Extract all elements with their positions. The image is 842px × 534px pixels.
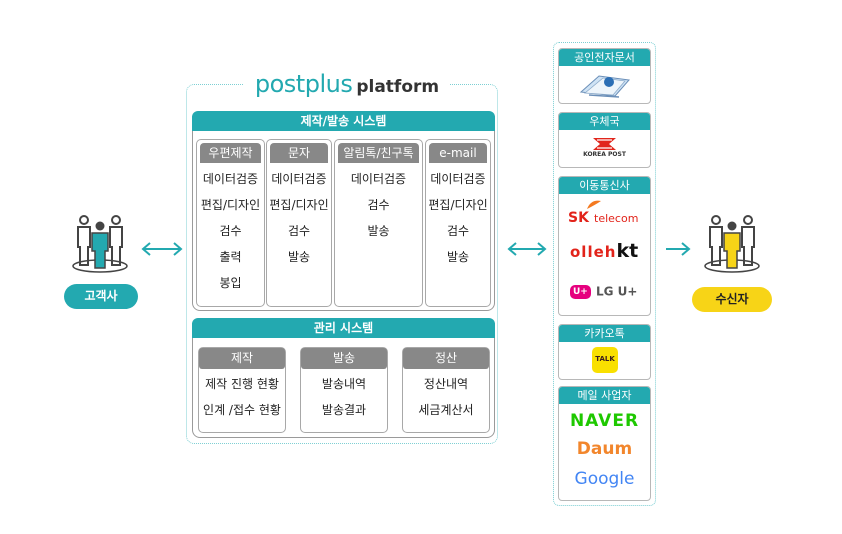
sk-name: telecom — [594, 212, 639, 225]
column-item: 데이터검증 — [350, 172, 407, 186]
kakao-talk-icon — [592, 347, 618, 373]
column-header: 문자 — [270, 143, 328, 163]
channel-mobile: 이동통신사 SK telecom ollehkt U+ LG U+ — [558, 176, 651, 316]
customer-people-icon — [72, 215, 128, 273]
column-item: 정산내역 — [423, 377, 469, 391]
column-header: 정산 — [403, 348, 489, 369]
column-item: 데이터검증 — [430, 172, 486, 186]
column-item: 편집/디자인 — [428, 198, 488, 212]
channels-frame — [553, 42, 656, 506]
brand-suffix: platform — [356, 77, 440, 97]
double-arrow-icon — [507, 242, 547, 256]
column-item: 편집/디자인 — [200, 198, 261, 212]
sk-butterfly-icon — [587, 200, 601, 209]
sk-prefix: SK — [568, 210, 589, 226]
production-column-email: e-mail 데이터검증 편집/디자인 검수 발송 — [425, 139, 491, 307]
column-item: 편집/디자인 — [269, 198, 329, 212]
daum-logo: Daum — [576, 439, 633, 459]
column-item: 검수 — [446, 224, 470, 238]
column-header: e-mail — [429, 143, 487, 163]
column-item: 봉입 — [219, 276, 242, 290]
column-header: 알림톡/친구톡 — [338, 143, 419, 163]
korea-post-logo-icon — [593, 138, 616, 150]
column-item: 제작 진행 현황 — [205, 377, 279, 391]
receiver-label: 수신자 — [692, 287, 772, 312]
olleh-kt-logo: ollehkt — [570, 240, 646, 264]
column-header: 우편제작 — [200, 143, 261, 163]
channel-title: 카카오톡 — [559, 325, 650, 342]
channel-title: 메일 사업자 — [559, 387, 650, 404]
channel-mail: 메일 사업자 NAVER Daum Google — [558, 386, 651, 501]
korea-post-logo-text: KOREA POST — [583, 151, 626, 158]
channel-title: 이동통신사 — [559, 177, 650, 194]
channel-certified: 공인전자문서 — [558, 48, 651, 104]
channel-title: 우체국 — [559, 113, 650, 130]
column-item: 세금계산서 — [418, 403, 474, 417]
management-system-title: 관리 시스템 — [192, 318, 495, 338]
column-header: 발송 — [301, 348, 387, 369]
lg-uplus-logo: U+ LG U+ — [570, 281, 646, 303]
certified-document-icon — [579, 75, 630, 98]
olleh-prefix: olleh — [570, 243, 617, 261]
right-arrow-icon — [666, 242, 691, 256]
management-column-sending: 발송 발송내역 발송결과 — [300, 347, 388, 433]
production-column-sms: 문자 데이터검증 편집/디자인 검수 발송 — [266, 139, 332, 307]
column-item: 검수 — [367, 198, 390, 212]
kakao-logo-text: TALK — [595, 355, 615, 363]
google-logo: Google — [574, 469, 635, 489]
lg-badge-icon: U+ — [570, 284, 591, 299]
column-item: 인계 /접수 현황 — [203, 403, 281, 417]
sk-telecom-logo: SK telecom — [568, 207, 648, 227]
naver-logo: NAVER — [569, 411, 640, 431]
channel-post: 우체국 KOREA POST — [558, 112, 651, 168]
column-item: 발송 — [287, 250, 311, 264]
channel-kakao: 카카오톡 TALK — [558, 324, 651, 380]
customer-label: 고객사 — [64, 284, 138, 309]
column-header: 제작 — [199, 348, 285, 369]
column-item: 데이터검증 — [202, 172, 259, 186]
column-item: 발송결과 — [321, 403, 367, 417]
column-item: 검수 — [287, 224, 311, 238]
column-item: 검수 — [219, 224, 242, 238]
column-item: 발송 — [446, 250, 470, 264]
kt-name: kt — [616, 240, 639, 262]
column-item: 발송내역 — [321, 377, 367, 391]
channel-title: 공인전자문서 — [559, 49, 650, 66]
column-item: 데이터검증 — [271, 172, 327, 186]
column-item: 발송 — [367, 224, 390, 238]
management-column-settlement: 정산 정산내역 세금계산서 — [402, 347, 490, 433]
management-column-production: 제작 제작 진행 현황 인계 /접수 현황 — [198, 347, 286, 433]
brand-name: postplus — [254, 70, 353, 98]
production-system-title: 제작/발송 시스템 — [192, 111, 495, 131]
double-arrow-icon — [141, 242, 183, 256]
receiver-people-icon — [704, 215, 760, 273]
production-column-postal: 우편제작 데이터검증 편집/디자인 검수 출력 봉입 — [196, 139, 265, 307]
production-column-alimtalk: 알림톡/친구톡 데이터검증 검수 발송 — [334, 139, 423, 307]
column-item: 출력 — [219, 250, 242, 264]
lg-name: LG U+ — [595, 284, 638, 299]
